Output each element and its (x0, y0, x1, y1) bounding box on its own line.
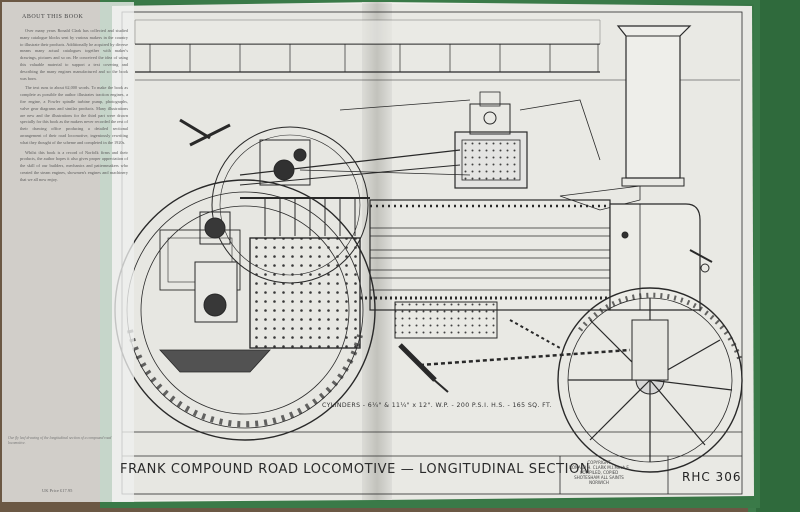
drawing-title: FRANK COMPOUND ROAD LOCOMOTIVE — LONGITU… (120, 462, 591, 477)
left-page (112, 2, 378, 502)
about-this-book-leaflet: ABOUT THIS BOOK Over many years Ronald C… (2, 2, 134, 502)
leaflet-paragraph: Whilst this book is a record of Norfolk … (20, 149, 128, 182)
drawing-number: RHC 306 (682, 470, 742, 484)
leaflet-caption: Our fly leaf drawing of the longitudinal… (8, 436, 112, 445)
cylinder-spec-note: CYLINDERS - 6¼" & 11¼" x 12". W.P. - 200… (322, 402, 552, 409)
leaflet-paragraph: Over many years Ronald Clark has collect… (20, 28, 128, 81)
copyright-line: RONALD H. CLARK M.I.Mech.E (569, 465, 629, 470)
copyright-line: COPYRIGHT (587, 460, 611, 465)
price-label: UK Price £17.95 (42, 488, 73, 493)
leaflet-text: Over many years Ronald Clark has collect… (20, 28, 128, 187)
copyright-line: SHOTESHAM ALL SAINTS (574, 475, 624, 480)
book-gutter (362, 2, 392, 500)
locomotive-section-drawing (114, 11, 743, 495)
smokebox (609, 203, 701, 311)
copyright-line: COMPILED, COPIED (579, 470, 619, 475)
front-wheel (557, 287, 743, 473)
copyright-block: COPYRIGHT RONALD H. CLARK M.I.Mech.E COM… (564, 460, 634, 485)
leaflet-heading: ABOUT THIS BOOK (22, 14, 84, 20)
leaflet-paragraph: The text runs to about 62,000 words. To … (20, 85, 128, 145)
copyright-line: NORWICH (589, 480, 609, 485)
